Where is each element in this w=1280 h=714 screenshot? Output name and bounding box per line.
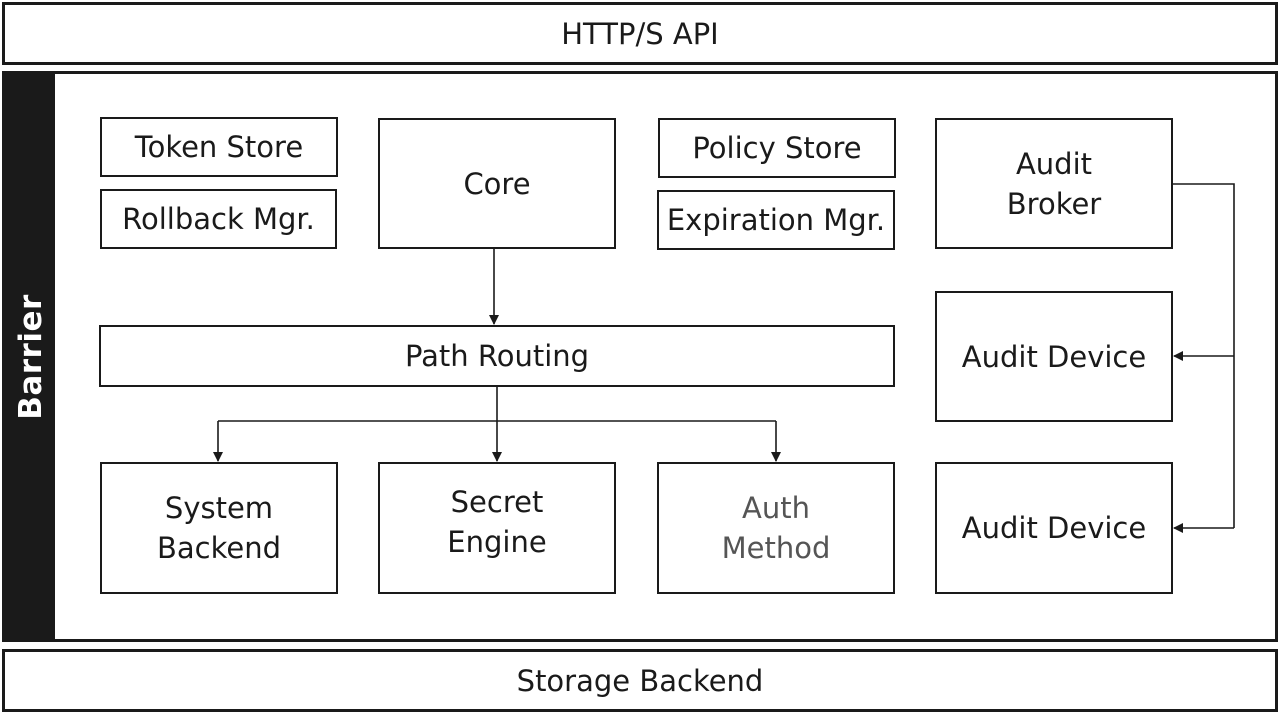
secret-engine-box: Secret Engine xyxy=(378,462,616,594)
policy-store-label: Policy Store xyxy=(692,131,862,165)
path-routing-label: Path Routing xyxy=(404,339,590,373)
policy-store-box: Policy Store xyxy=(658,118,896,178)
token-store-label: Token Store xyxy=(134,130,304,164)
barrier-label: Barrier xyxy=(13,294,49,420)
audit-broker-box: Audit Broker xyxy=(935,118,1173,249)
path-routing-box: Path Routing xyxy=(99,325,895,387)
auth-method-box: Auth Method xyxy=(657,462,895,594)
audit-device-box-1: Audit Device xyxy=(935,291,1173,422)
auth-method-label: Auth Method xyxy=(721,491,831,565)
system-backend-label: System Backend xyxy=(156,491,281,565)
audit-device-label-2: Audit Device xyxy=(961,511,1147,545)
rollback-manager-box: Rollback Mgr. xyxy=(100,189,337,249)
rollback-manager-label: Rollback Mgr. xyxy=(122,202,315,236)
audit-device-label-1: Audit Device xyxy=(961,339,1147,374)
http-api-layer: HTTP/S API xyxy=(2,2,1278,65)
token-store-box: Token Store xyxy=(100,117,338,177)
http-api-label: HTTP/S API xyxy=(561,16,719,51)
system-backend-box: System Backend xyxy=(100,462,338,594)
storage-backend-layer: Storage Backend xyxy=(2,649,1278,712)
storage-backend-label: Storage Backend xyxy=(516,663,764,698)
secret-engine-label: Secret Engine xyxy=(447,485,547,559)
core-box: Core xyxy=(378,118,616,249)
audit-device-box-2: Audit Device xyxy=(935,462,1173,594)
expiration-manager-label: Expiration Mgr. xyxy=(666,203,886,237)
audit-broker-label: Audit Broker xyxy=(1006,146,1102,221)
core-label: Core xyxy=(463,166,531,201)
barrier-bar xyxy=(2,71,55,642)
expiration-manager-box: Expiration Mgr. xyxy=(657,190,895,250)
